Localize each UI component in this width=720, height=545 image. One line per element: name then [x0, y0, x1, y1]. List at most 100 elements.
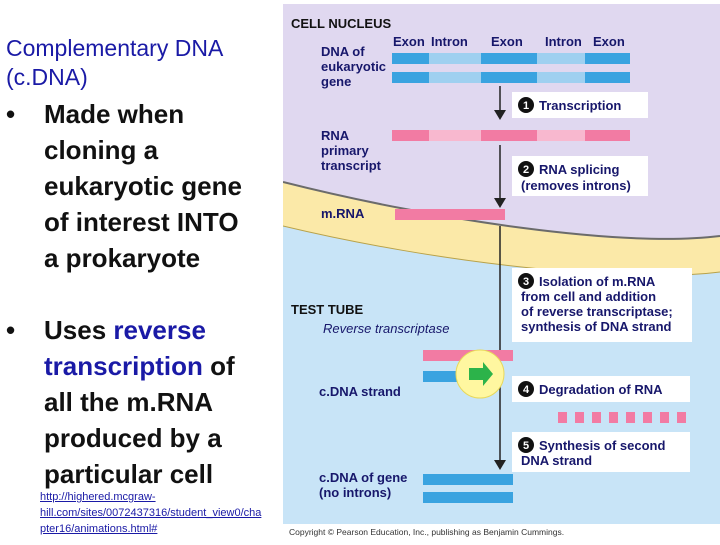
- dna-label-line2: eukaryotic: [321, 59, 386, 74]
- exon-label-3: Exon: [593, 34, 625, 49]
- bullet-line: transcription of: [44, 348, 294, 384]
- step3-label-line3: of reverse transcriptase;: [521, 304, 673, 319]
- step3-badge: [518, 273, 534, 289]
- step2-badge: [518, 161, 534, 177]
- step3-label-line4: synthesis of DNA strand: [521, 319, 672, 334]
- exon-label-1: Exon: [393, 34, 425, 49]
- slide-text-panel: Complementary DNA (c.DNA) • Made when cl…: [0, 0, 290, 540]
- step2-label-line1: RNA splicing: [539, 162, 619, 177]
- bullet-text: Made when cloning a eukaryotic gene of i…: [44, 96, 294, 276]
- step4-label: Degradation of RNA: [539, 382, 663, 397]
- link-line[interactable]: hill.com/sites/0072437316/student_view0/…: [40, 507, 262, 519]
- cdna-gene-label-line2: (no introns): [319, 485, 391, 500]
- copyright-strip: [283, 524, 720, 540]
- cdna-strand-label: c.DNA strand: [319, 384, 401, 399]
- bullet-text: Uses reverse transcription of all the m.…: [44, 312, 294, 492]
- step5-badge: [518, 437, 534, 453]
- step3-label-line1: Isolation of m.RNA: [539, 274, 656, 289]
- step4-badge: [518, 381, 534, 397]
- link-line[interactable]: pter16/animations.html#: [40, 523, 158, 535]
- final-cdna-double-strand: [423, 474, 513, 503]
- rna-intron-2: [537, 130, 585, 141]
- membrane-band: [283, 182, 720, 276]
- rna-fragment: [677, 412, 686, 423]
- step5-number: 5: [523, 440, 529, 452]
- rna-label-line2: primary: [321, 143, 369, 158]
- rna-label-line1: RNA: [321, 128, 350, 143]
- rna-fragment: [575, 412, 584, 423]
- bullet-line: cloning a: [44, 135, 159, 165]
- bullet-line: of interest INTO: [44, 207, 239, 237]
- arrow-head-1: [494, 110, 506, 120]
- title-line-2: (c.DNA): [6, 64, 88, 90]
- cdna-top-strand: [423, 474, 513, 485]
- dna-label-line1: DNA of: [321, 44, 365, 59]
- nuclear-membrane-line: [282, 181, 720, 240]
- animation-link[interactable]: http://highered.mcgraw- hill.com/sites/0…: [40, 489, 290, 537]
- step3-box: [512, 268, 692, 342]
- mrna-label: m.RNA: [321, 206, 365, 221]
- rna-fragment: [660, 412, 669, 423]
- cdna-growing-strand: [423, 371, 481, 382]
- step3-number: 3: [523, 276, 529, 288]
- rna-intron-1: [429, 130, 481, 141]
- step1-badge: [518, 97, 534, 113]
- step3-label-line2: from cell and addition: [521, 289, 656, 304]
- step5-label-line2: DNA strand: [521, 453, 592, 468]
- step5-box: [512, 432, 690, 472]
- degraded-rna-fragments: [558, 412, 686, 423]
- copyright-text: Copyright © Pearson Education, Inc., pub…: [289, 527, 564, 537]
- bullet-line: a prokaryote: [44, 243, 201, 273]
- arrow-head-3: [494, 460, 506, 470]
- bullet-line: produced by a: [44, 423, 222, 453]
- link-line[interactable]: http://highered.mcgraw-: [40, 491, 156, 503]
- enzyme-direction-arrow-icon: [469, 362, 493, 386]
- step1-box: [512, 92, 648, 118]
- rna-primary-transcript: [392, 130, 630, 141]
- bullet-text-pre: Uses: [44, 315, 114, 345]
- cell-nucleus-label: CELL NUCLEUS: [291, 16, 391, 31]
- step2-number: 2: [523, 164, 529, 176]
- rna-strand: [392, 130, 630, 141]
- rna-fragment: [592, 412, 601, 423]
- cdna-figure: CELL NUCLEUS Exon Intron Exon Intron Exo…: [282, 4, 720, 540]
- step1-number: 1: [523, 100, 529, 112]
- exon-label-2: Exon: [491, 34, 523, 49]
- bullet-line: Made when: [44, 99, 185, 129]
- dna-intron-1-top: [429, 53, 481, 64]
- dna-label-line3: gene: [321, 74, 351, 89]
- step5-label-line1: Synthesis of second: [539, 438, 665, 453]
- bullet-text-post: of: [202, 351, 235, 381]
- slide-title: Complementary DNA (c.DNA): [6, 34, 223, 92]
- bullet-line: particular cell: [44, 459, 214, 489]
- cdna-gene-label-line1: c.DNA of gene: [319, 470, 407, 485]
- step2-box: [512, 156, 648, 196]
- dna-intron-1-bottom: [429, 72, 481, 83]
- rna-fragment: [643, 412, 652, 423]
- step2-label-line2: (removes introns): [521, 178, 631, 193]
- dna-intron-2-bottom: [537, 72, 585, 83]
- bullet-dot: •: [6, 315, 16, 345]
- cdna-diagram-svg: CELL NUCLEUS Exon Intron Exon Intron Exo…: [282, 4, 720, 540]
- cdna-bottom-strand: [423, 492, 513, 503]
- bullet-line: eukaryotic gene: [44, 171, 242, 201]
- title-line-1: Complementary DNA: [6, 35, 224, 61]
- reverse-transcriptase-label: Reverse transcriptase: [323, 321, 449, 336]
- rna-fragment: [626, 412, 635, 423]
- arrow-head-2: [494, 198, 506, 208]
- dna-double-strand: [392, 53, 630, 83]
- rna-label-line3: transcript: [321, 158, 382, 173]
- bullet-line: all the m.RNA: [44, 387, 214, 417]
- highlight-reverse: reverse: [113, 315, 206, 345]
- step4-number: 4: [523, 384, 530, 396]
- dna-bottom-strand: [392, 72, 630, 83]
- step1-label: Transcription: [539, 98, 621, 113]
- dna-top-strand: [392, 53, 630, 64]
- rna-fragment: [609, 412, 618, 423]
- mrna-strand: [395, 209, 505, 220]
- bullet-dot: •: [6, 99, 16, 129]
- dna-intron-2-top: [537, 53, 585, 64]
- intron-label-2: Intron: [545, 34, 582, 49]
- intron-label-1: Intron: [431, 34, 468, 49]
- highlight-transcription: transcription: [44, 351, 203, 381]
